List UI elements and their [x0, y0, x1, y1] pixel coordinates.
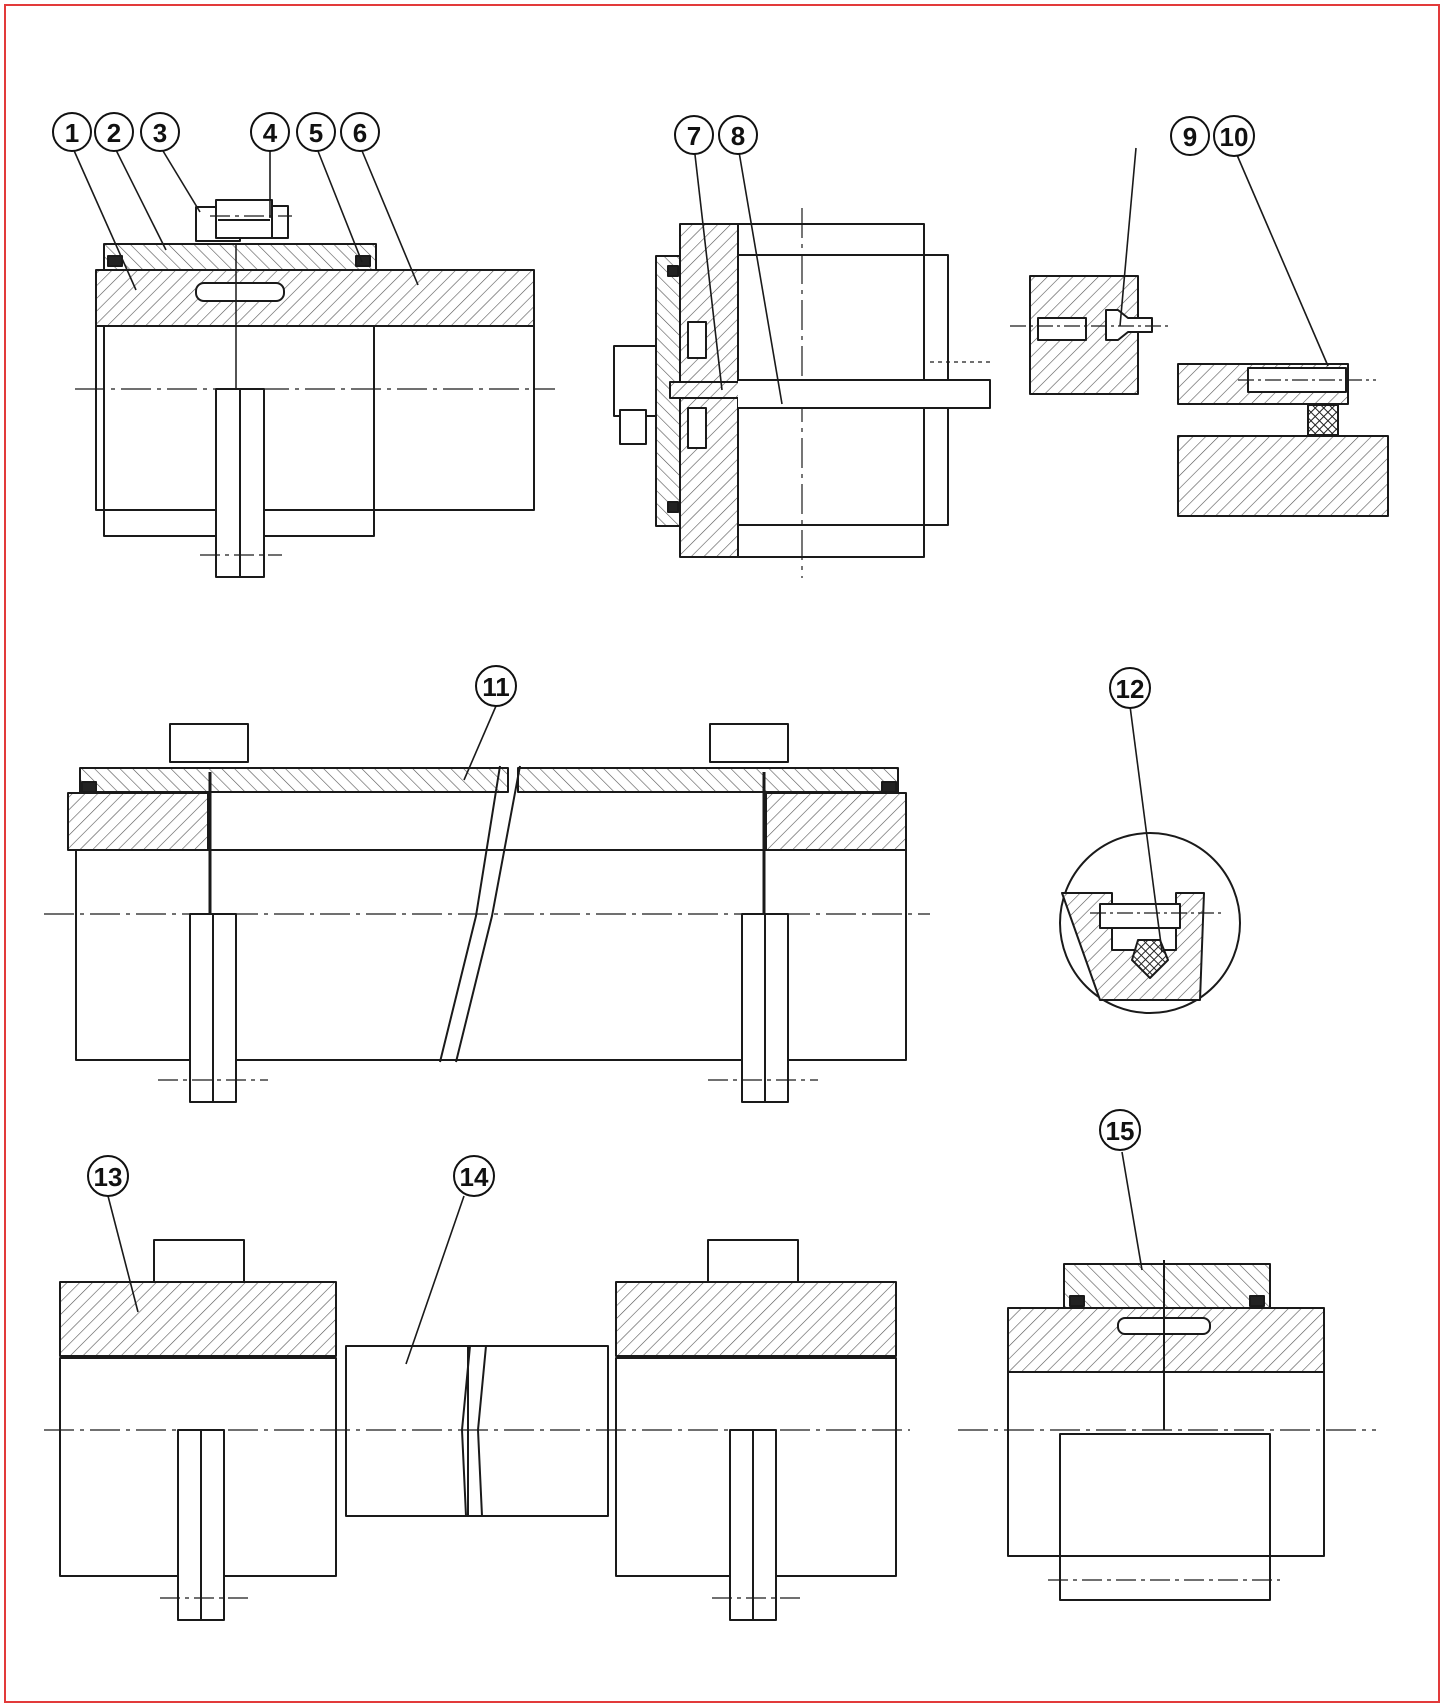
svg-text:2: 2: [107, 118, 121, 148]
view-spacer-coupling: [44, 723, 930, 1103]
callout-9: 9: [1170, 116, 1210, 156]
view-lubrication-detail: [1010, 275, 1389, 517]
svg-text:1: 1: [65, 118, 79, 148]
svg-text:6: 6: [353, 118, 367, 148]
callout-13: 13: [87, 1155, 129, 1197]
svg-text:7: 7: [687, 121, 701, 151]
callout-4: 4: [250, 112, 290, 152]
svg-text:9: 9: [1183, 122, 1197, 152]
callout-7: 7: [674, 115, 714, 155]
svg-text:15: 15: [1106, 1116, 1135, 1146]
view-gear-coupling: [75, 199, 555, 578]
svg-text:14: 14: [460, 1162, 489, 1192]
svg-text:12: 12: [1116, 674, 1145, 704]
callout-6: 6: [340, 112, 380, 152]
svg-text:11: 11: [482, 672, 510, 702]
callout-11: 11: [475, 665, 517, 707]
callout-8: 8: [718, 115, 758, 155]
callout-10: 10: [1213, 115, 1255, 157]
view-compact-coupling: [958, 1260, 1376, 1601]
callout-5: 5: [296, 112, 336, 152]
svg-text:5: 5: [309, 118, 323, 148]
callout-1: 1: [52, 112, 92, 152]
svg-text:4: 4: [263, 118, 278, 148]
leader-lines: [71, 145, 1329, 1365]
svg-text:3: 3: [153, 118, 167, 148]
callout-12: 12: [1109, 667, 1151, 709]
view-flange-section: [613, 208, 991, 578]
callout-3: 3: [140, 112, 180, 152]
view-seal-detail-circle: [1059, 832, 1241, 1014]
svg-text:10: 10: [1220, 122, 1249, 152]
svg-text:13: 13: [94, 1162, 123, 1192]
svg-text:8: 8: [731, 121, 745, 151]
callout-15: 15: [1099, 1109, 1141, 1151]
drawing-frame: [4, 4, 1440, 1703]
callout-14: 14: [453, 1155, 495, 1197]
callout-2: 2: [94, 112, 134, 152]
view-floating-shaft-coupling: [44, 1239, 910, 1621]
